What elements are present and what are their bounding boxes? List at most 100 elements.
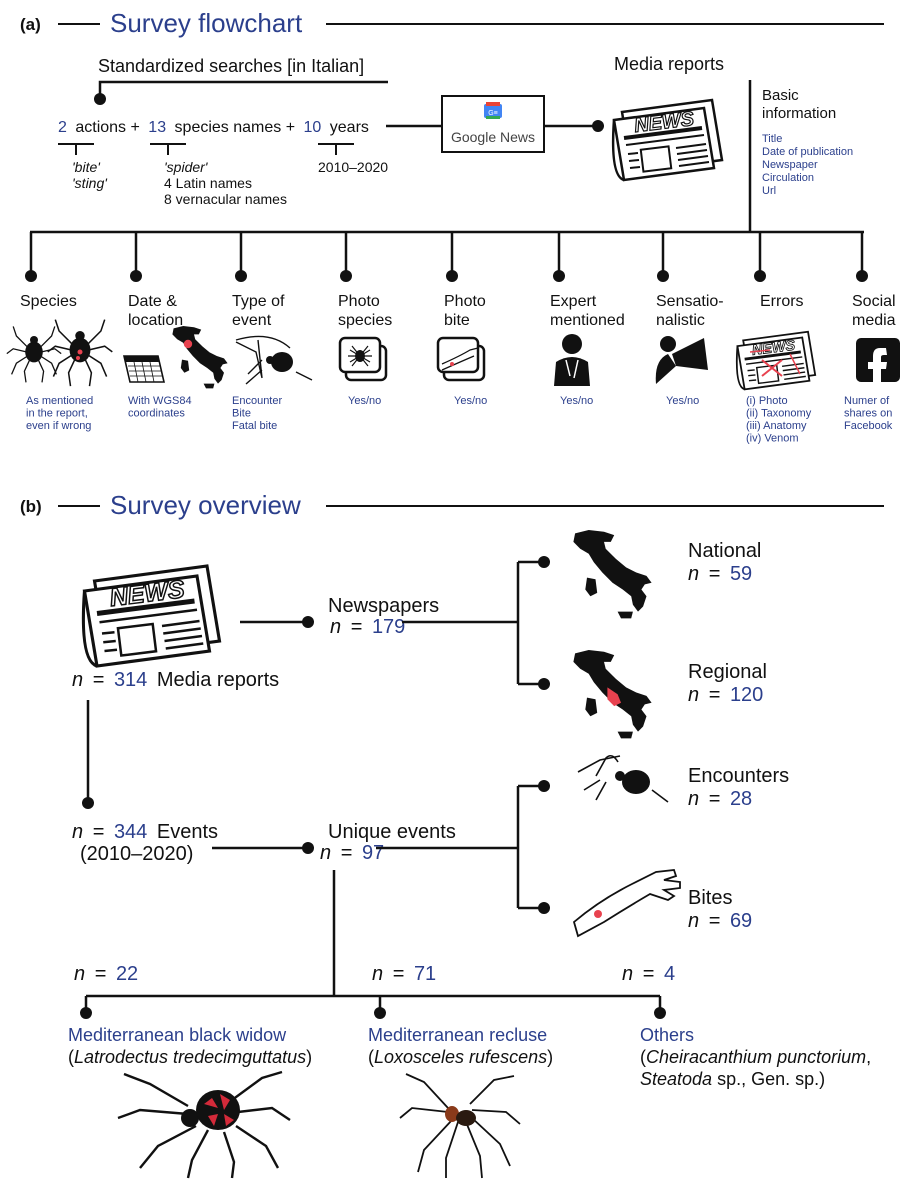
- facebook-icon: [856, 338, 900, 382]
- recluse-common-name: Mediterranean recluse: [368, 1025, 547, 1045]
- others-latin-2: Steatoda sp., Gen. sp.): [640, 1069, 825, 1089]
- bites-count: n = 69: [688, 910, 752, 932]
- black-widow-spider-icon: [117, 1070, 291, 1179]
- category-note: Yes/no: [560, 395, 593, 407]
- category-title: Photo: [338, 293, 380, 310]
- unique-events-count: n = 97: [320, 842, 384, 864]
- connector-dot: [657, 270, 669, 282]
- years-detail: 2010–2020: [318, 159, 388, 175]
- category-note: Bite: [232, 408, 251, 420]
- species-detail-3: 8 vernacular names: [164, 191, 287, 207]
- arm-bite-icon: [572, 869, 681, 938]
- widow-count: n = 22: [74, 963, 138, 985]
- widow-latin-name: (Latrodectus tredecimguttatus): [68, 1047, 312, 1067]
- regional-count: n = 120: [688, 684, 763, 706]
- italy-map-icon: [172, 326, 228, 389]
- category-note: (ii) Taxonomy: [746, 408, 812, 420]
- species-detail-1: 'spider': [164, 159, 209, 175]
- search-terms: 2 actions + 13 species names + 10 years: [58, 119, 369, 136]
- category-note: Yes/no: [454, 395, 487, 407]
- basic-info-title-1: Basic: [762, 87, 799, 104]
- category-note: even if wrong: [26, 420, 91, 432]
- category-title: Species: [20, 293, 77, 310]
- category-note: With WGS84: [128, 395, 192, 407]
- media-reports-label: Media reports: [614, 54, 724, 74]
- recluse-count: n = 71: [372, 963, 436, 985]
- svg-text:Title: Title: [762, 133, 782, 145]
- species-detail-2: 4 Latin names: [164, 175, 252, 191]
- svg-text:Url: Url: [762, 185, 776, 197]
- category-note: (iii) Anatomy: [746, 420, 807, 432]
- category-title: Sensatio-: [656, 293, 724, 310]
- category-note: (i) Photo: [746, 395, 788, 407]
- others-common-name: Others: [640, 1025, 694, 1045]
- megaphone-icon: [655, 336, 708, 384]
- panel-a-title: Survey flowchart: [110, 8, 303, 38]
- category-note: shares on: [844, 408, 892, 420]
- calendar-icon: [122, 355, 166, 383]
- category-note: Facebook: [844, 420, 893, 432]
- spider-web-icon: [577, 754, 669, 803]
- connector-dot: [754, 270, 766, 282]
- news-icon: [83, 566, 219, 666]
- category-note: Yes/no: [666, 395, 699, 407]
- category-title: Social: [852, 293, 896, 310]
- panel-b-label: (b): [20, 497, 42, 516]
- category-title: Errors: [760, 293, 804, 310]
- svg-text:Newspaper: Newspaper: [762, 159, 818, 171]
- category-note: coordinates: [128, 408, 185, 420]
- connector-dot: [856, 270, 868, 282]
- category-title: event: [232, 312, 272, 329]
- category-title: Photo: [444, 293, 486, 310]
- category-title: nalistic: [656, 312, 705, 329]
- photo-bite-icon: [436, 336, 486, 382]
- connector-dot: [25, 270, 37, 282]
- connector-dot: [446, 270, 458, 282]
- category-title: species: [338, 312, 392, 329]
- others-latin-1: (Cheiracanthium punctorium,: [640, 1047, 871, 1067]
- events-count: n = 344 Events: [72, 821, 218, 843]
- category-note: (iv) Venom: [746, 433, 799, 445]
- svg-text:Date of publication: Date of publication: [762, 146, 853, 158]
- unique-events-label: Unique events: [328, 821, 456, 843]
- connector-dot: [340, 270, 352, 282]
- media-count: n = 314 Media reports: [72, 669, 279, 691]
- recluse-spider-icon: [399, 1073, 521, 1179]
- panel-b-title: Survey overview: [110, 490, 301, 520]
- widow-common-name: Mediterranean black widow: [68, 1025, 287, 1045]
- national-count: n = 59: [688, 563, 752, 585]
- spider-icon: [6, 318, 114, 387]
- recluse-latin-name: (Loxosceles rufescens): [368, 1047, 553, 1067]
- basic-info-title-2: information: [762, 105, 836, 122]
- basic-info-list: Title Date of publication Newspaper Circ…: [762, 133, 853, 197]
- google-news-icon: G≡ Google News: [441, 95, 545, 153]
- italy-map-icon: [573, 530, 652, 619]
- connector-dot: [130, 270, 142, 282]
- connector-dot: [235, 270, 247, 282]
- italy-map-icon: [573, 650, 652, 739]
- regional-label: Regional: [688, 661, 767, 683]
- errors-news-icon: [735, 330, 817, 391]
- category-title: location: [128, 312, 183, 329]
- news-icon: [611, 98, 724, 182]
- category-note: Encounter: [232, 395, 282, 407]
- category-note: Fatal bite: [232, 420, 277, 432]
- encounters-label: Encounters: [688, 765, 789, 787]
- category-title: Date &: [128, 293, 177, 310]
- photo-spider-icon: [338, 336, 388, 382]
- expert-icon: [554, 334, 590, 386]
- svg-text:Circulation: Circulation: [762, 172, 814, 184]
- events-years: (2010–2020): [80, 843, 193, 865]
- category-note: Yes/no: [348, 395, 381, 407]
- bites-label: Bites: [688, 887, 732, 909]
- actions-detail-1: 'bite': [72, 159, 101, 175]
- newspapers-label: Newspapers: [328, 595, 439, 617]
- others-count: n = 4: [622, 963, 675, 985]
- category-title: bite: [444, 312, 470, 329]
- category-title: Type of: [232, 293, 285, 310]
- panel-a-label: (a): [20, 15, 41, 34]
- national-label: National: [688, 540, 761, 562]
- connector-dot: [553, 270, 565, 282]
- search-header: Standardized searches [in Italian]: [98, 56, 364, 76]
